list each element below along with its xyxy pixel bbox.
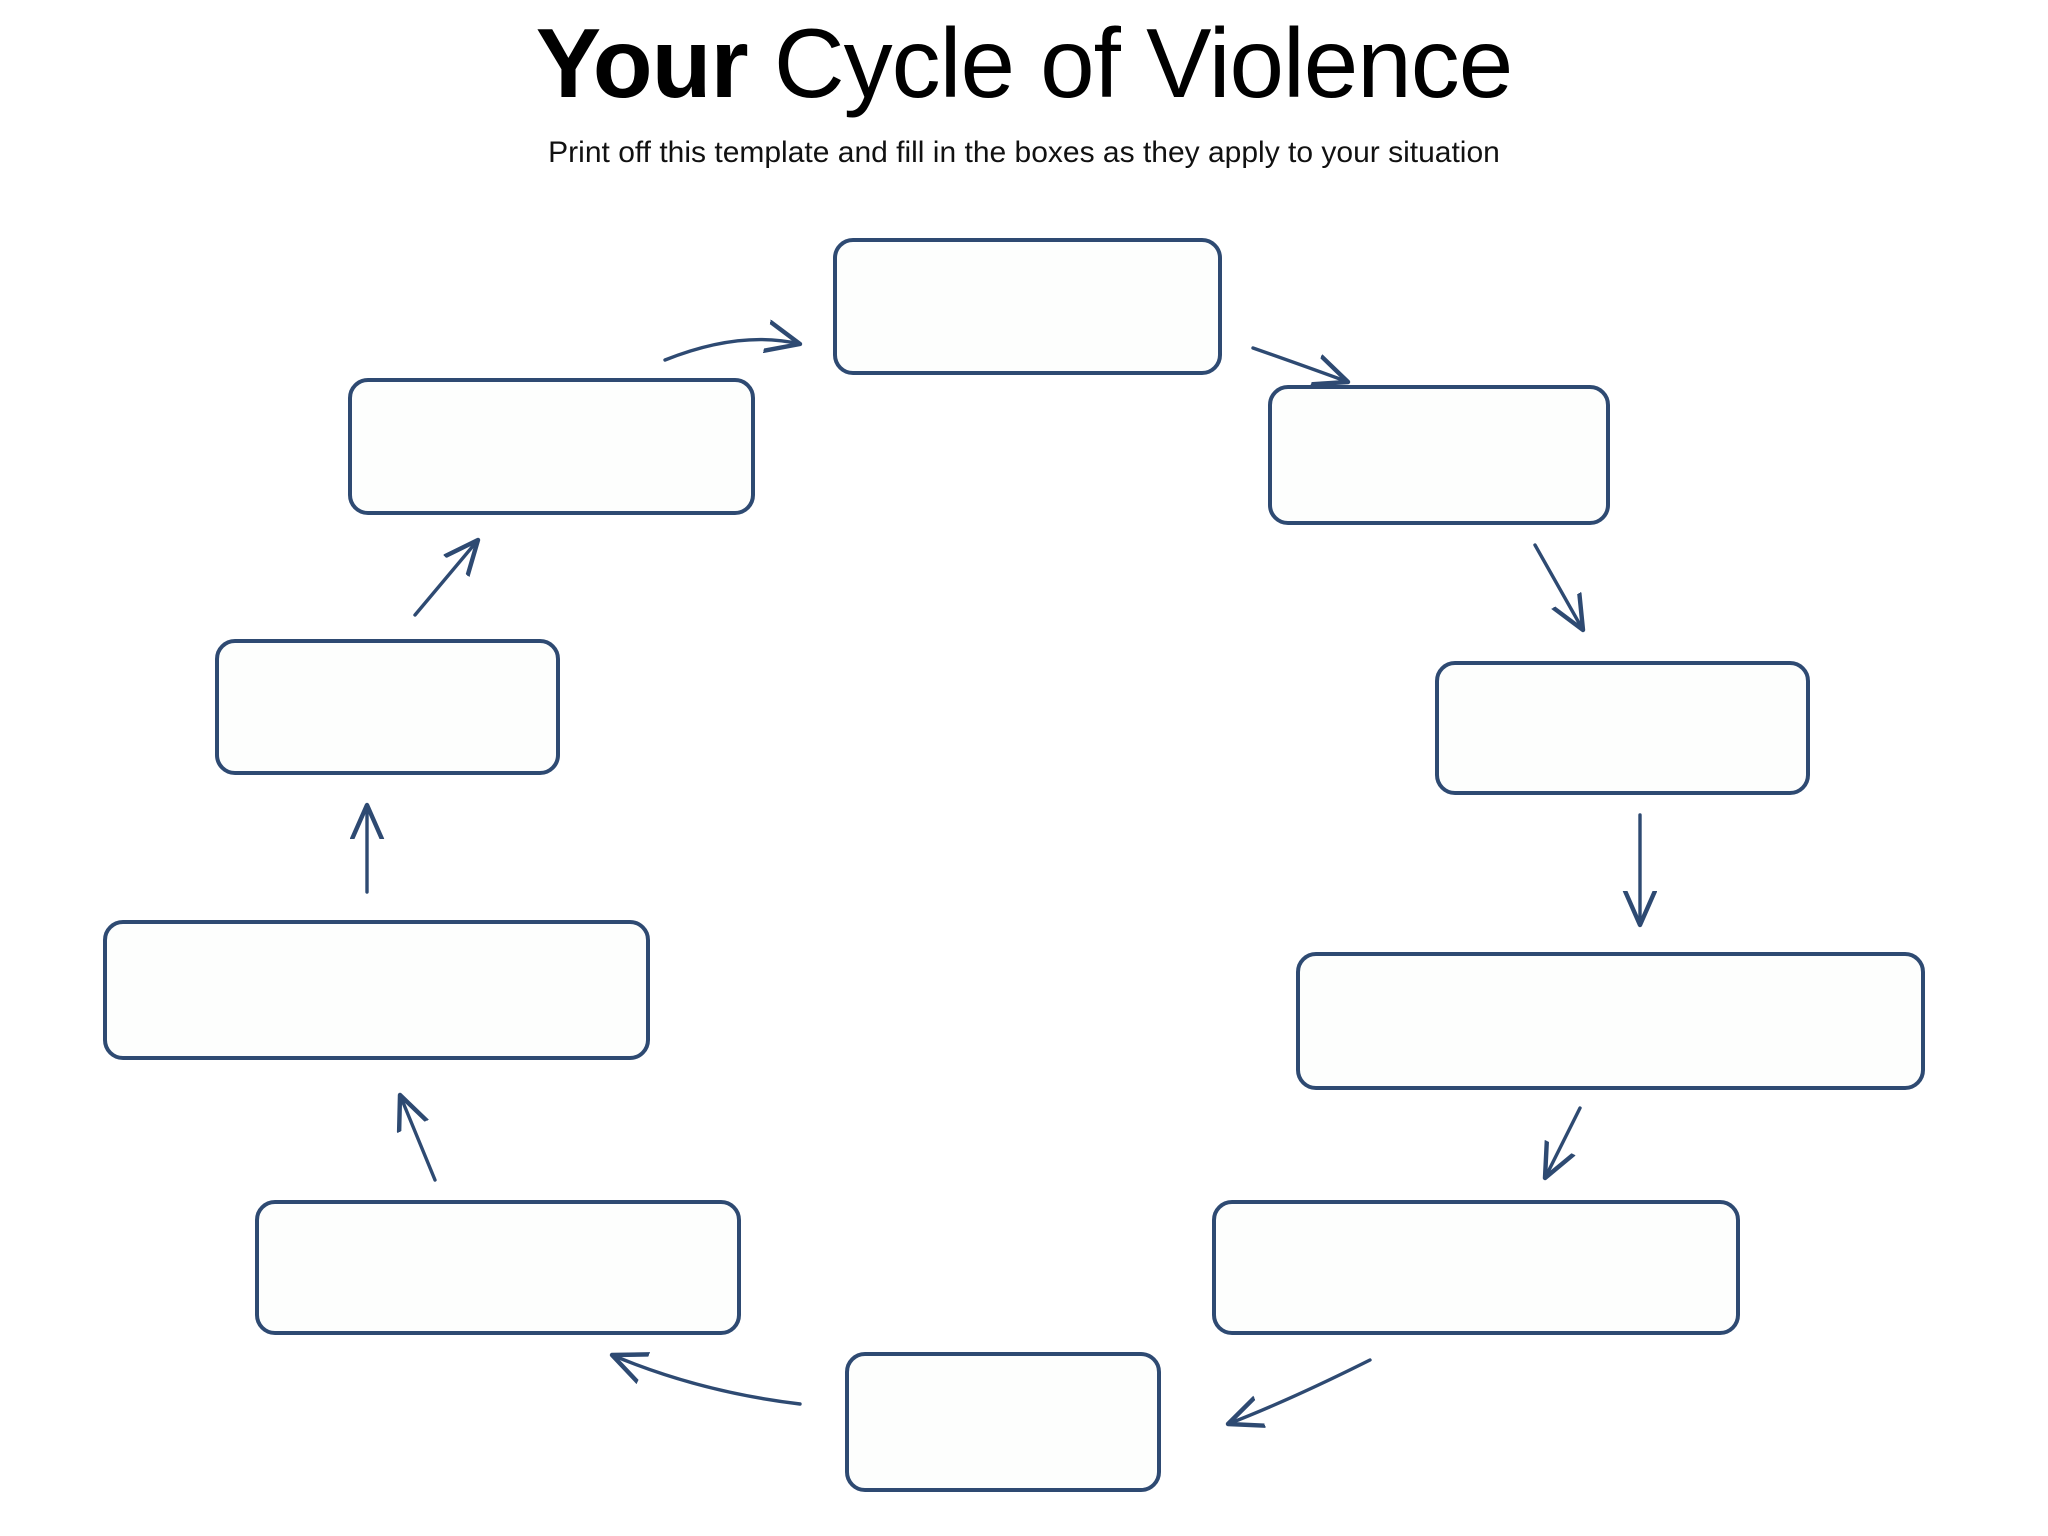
- header: Your Cycle of Violence Print off this te…: [0, 0, 2048, 170]
- cycle-box-top-right[interactable]: [1268, 385, 1610, 525]
- cycle-box-top[interactable]: [833, 238, 1222, 375]
- arrow-bottom-to-left-lower: [612, 1355, 802, 1406]
- page-title-rest: Cycle of Violence: [747, 8, 1513, 118]
- cycle-box-left-upper[interactable]: [215, 639, 560, 775]
- page-subtitle: Print off this template and fill in the …: [548, 135, 1500, 169]
- cycle-box-right[interactable]: [1296, 952, 1925, 1090]
- arrow-top-left-to-top: [663, 340, 800, 362]
- cycle-box-right-lower[interactable]: [1212, 1200, 1740, 1335]
- cycle-box-bottom[interactable]: [845, 1352, 1161, 1492]
- page-title-lead: Your: [535, 8, 749, 118]
- arrow-left-upper-to-top-left: [413, 540, 478, 617]
- arrow-top-to-top-right: [1251, 346, 1348, 382]
- cycle-box-left-lower[interactable]: [255, 1200, 741, 1335]
- cycle-box-right-upper[interactable]: [1435, 661, 1810, 795]
- page-title: Your Cycle of Violence: [0, 8, 2048, 118]
- arrow-right-to-right-lower: [1545, 1106, 1582, 1178]
- cycle-box-left[interactable]: [103, 920, 650, 1060]
- arrow-left-lower-to-left: [400, 1095, 437, 1182]
- arrow-top-right-to-right-upper: [1533, 543, 1583, 630]
- cycle-box-top-left[interactable]: [348, 378, 755, 515]
- arrow-right-lower-to-bottom: [1228, 1358, 1372, 1424]
